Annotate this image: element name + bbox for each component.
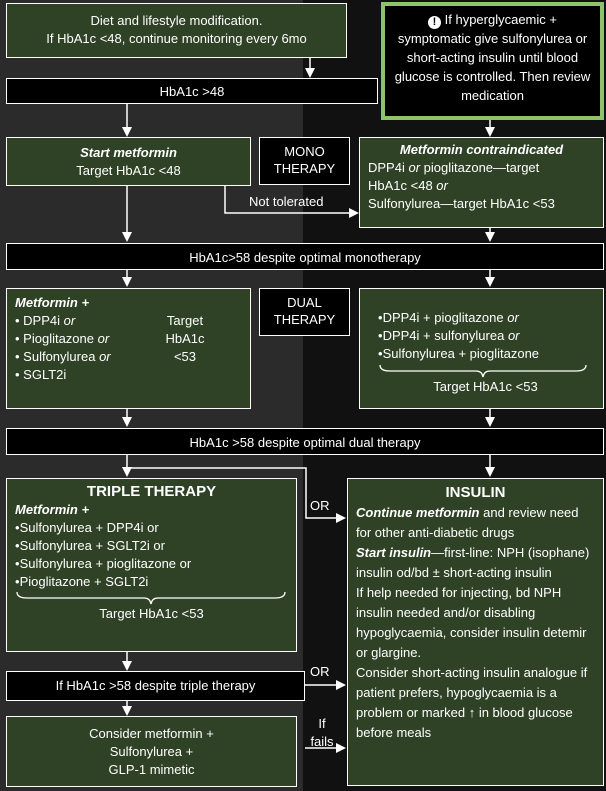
- diet-line2: If HbA1c <48, continue monitoring every …: [46, 31, 307, 46]
- or-label-1: OR: [310, 498, 330, 513]
- note-text: If hyperglycaemic + symptomatic give sul…: [394, 12, 591, 103]
- diet-line1: Diet and lifestyle modification.: [90, 13, 263, 28]
- start-metformin-target: Target HbA1c <48: [76, 163, 181, 178]
- band1-text: HbA1c >48: [159, 84, 225, 99]
- dual-left-target: <53: [173, 349, 197, 364]
- start-metformin-title: Start metformin: [80, 145, 177, 160]
- dual-left-item: • DPP4i or: [15, 313, 76, 328]
- dual-left-item: • SGLT2i: [15, 367, 67, 382]
- dual-left-target: Target: [166, 313, 204, 328]
- mono-therapy-label: MONO THERAPY: [259, 137, 350, 185]
- dual-metformin-box: Metformin + • DPP4i or Target • Pioglitazo…: [6, 288, 251, 409]
- contra-line2: HbA1c <48 or: [368, 178, 448, 193]
- dual-right-list: DPP4i + pioglitazone orDPP4i + sulfonylu…: [378, 309, 593, 363]
- dual-right-target: Target HbA1c <53: [433, 379, 538, 394]
- triple-item: Sulfonylurea + pioglitazone or: [15, 555, 288, 573]
- dual-right-item: DPP4i + sulfonylurea or: [378, 327, 593, 345]
- dual-therapy-label: DUAL THERAPY: [259, 288, 350, 336]
- band-hba1c-48: HbA1c >48: [6, 78, 378, 104]
- band-monotherapy-fail: HbA1c>58 despite optimal monotherapy: [6, 243, 604, 270]
- dual-left-item: • Sulfonylurea or: [15, 349, 111, 364]
- triple-target: Target HbA1c <53: [99, 606, 204, 621]
- diet-lifestyle-box: Diet and lifestyle modification. If HbA1…: [6, 3, 347, 58]
- start-metformin-box: Start metformin Target HbA1c <48: [6, 137, 251, 186]
- dual-left-target: [155, 366, 215, 384]
- brace-icon: [16, 591, 286, 605]
- dual-combination-box: DPP4i + pioglitazone orDPP4i + sulfonylu…: [359, 288, 604, 409]
- triple-item: Sulfonylurea + DPP4i or: [15, 519, 288, 537]
- band2-text: HbA1c>58 despite optimal monotherapy: [189, 250, 421, 265]
- if-fails-label: If fails: [310, 716, 334, 749]
- triple-fail-box: If HbA1c >58 despite triple therapy: [6, 671, 305, 701]
- dual-left-title: Metformin +: [15, 295, 90, 310]
- triple-subtitle: Metformin +: [15, 502, 90, 517]
- insulin-para4: Consider short-acting insulin analogue i…: [356, 665, 588, 740]
- band-dual-fail: HbA1c >58 despite optimal dual therapy: [6, 428, 604, 455]
- insulin-para3: If help needed for injecting, bd NPH ins…: [356, 585, 587, 660]
- band3-text: HbA1c >58 despite optimal dual therapy: [189, 435, 421, 450]
- glp-line3: GLP-1 mimetic: [108, 762, 195, 777]
- metformin-contraindicated-box: Metformin contraindicated DPP4i or piogl…: [359, 137, 604, 228]
- contra-line3: Sulfonylurea—target HbA1c <53: [368, 196, 555, 211]
- exclamation-icon: !: [428, 16, 441, 29]
- dual-right-item: DPP4i + pioglitazone or: [378, 309, 593, 327]
- dual-left-list: • DPP4i or Target • Pioglitazone or HbA1c • …: [15, 312, 242, 384]
- or-label-2: OR: [310, 664, 330, 679]
- dual-left-target: HbA1c: [165, 331, 205, 346]
- not-tolerated-label: Not tolerated: [249, 194, 324, 209]
- insulin-para1: Continue metformin and review need for o…: [356, 505, 579, 540]
- dual-right-item: Sulfonylurea + pioglitazone: [378, 345, 593, 363]
- insulin-box: INSULIN Continue metformin and review ne…: [347, 478, 604, 786]
- triple-item: Pioglitazone + SGLT2i: [15, 573, 288, 591]
- brace-icon: [379, 364, 587, 378]
- triple-title: TRIPLE THERAPY: [86, 483, 217, 500]
- dual-left-item: • Pioglitazone or: [15, 331, 110, 346]
- glp-line2: Sulfonylurea +: [109, 744, 194, 759]
- hyperglycaemic-note: ! If hyperglycaemic + symptomatic give s…: [381, 2, 604, 120]
- glp-line1: Consider metformin +: [89, 726, 214, 741]
- insulin-para2: Start insulin—first-line: NPH (isophane)…: [356, 545, 590, 580]
- glp1-box: Consider metformin + Sulfonylurea + GLP-…: [6, 716, 297, 787]
- triple-therapy-box: TRIPLE THERAPY Metformin + Sulfonylurea …: [6, 478, 297, 652]
- contra-line1: DPP4i or pioglitazone—target: [368, 160, 540, 175]
- contra-title: Metformin contraindicated: [399, 142, 564, 157]
- triple-fail-text: If HbA1c >58 despite triple therapy: [55, 678, 256, 693]
- insulin-title: INSULIN: [445, 484, 506, 501]
- triple-item: Sulfonylurea + SGLT2i or: [15, 537, 288, 555]
